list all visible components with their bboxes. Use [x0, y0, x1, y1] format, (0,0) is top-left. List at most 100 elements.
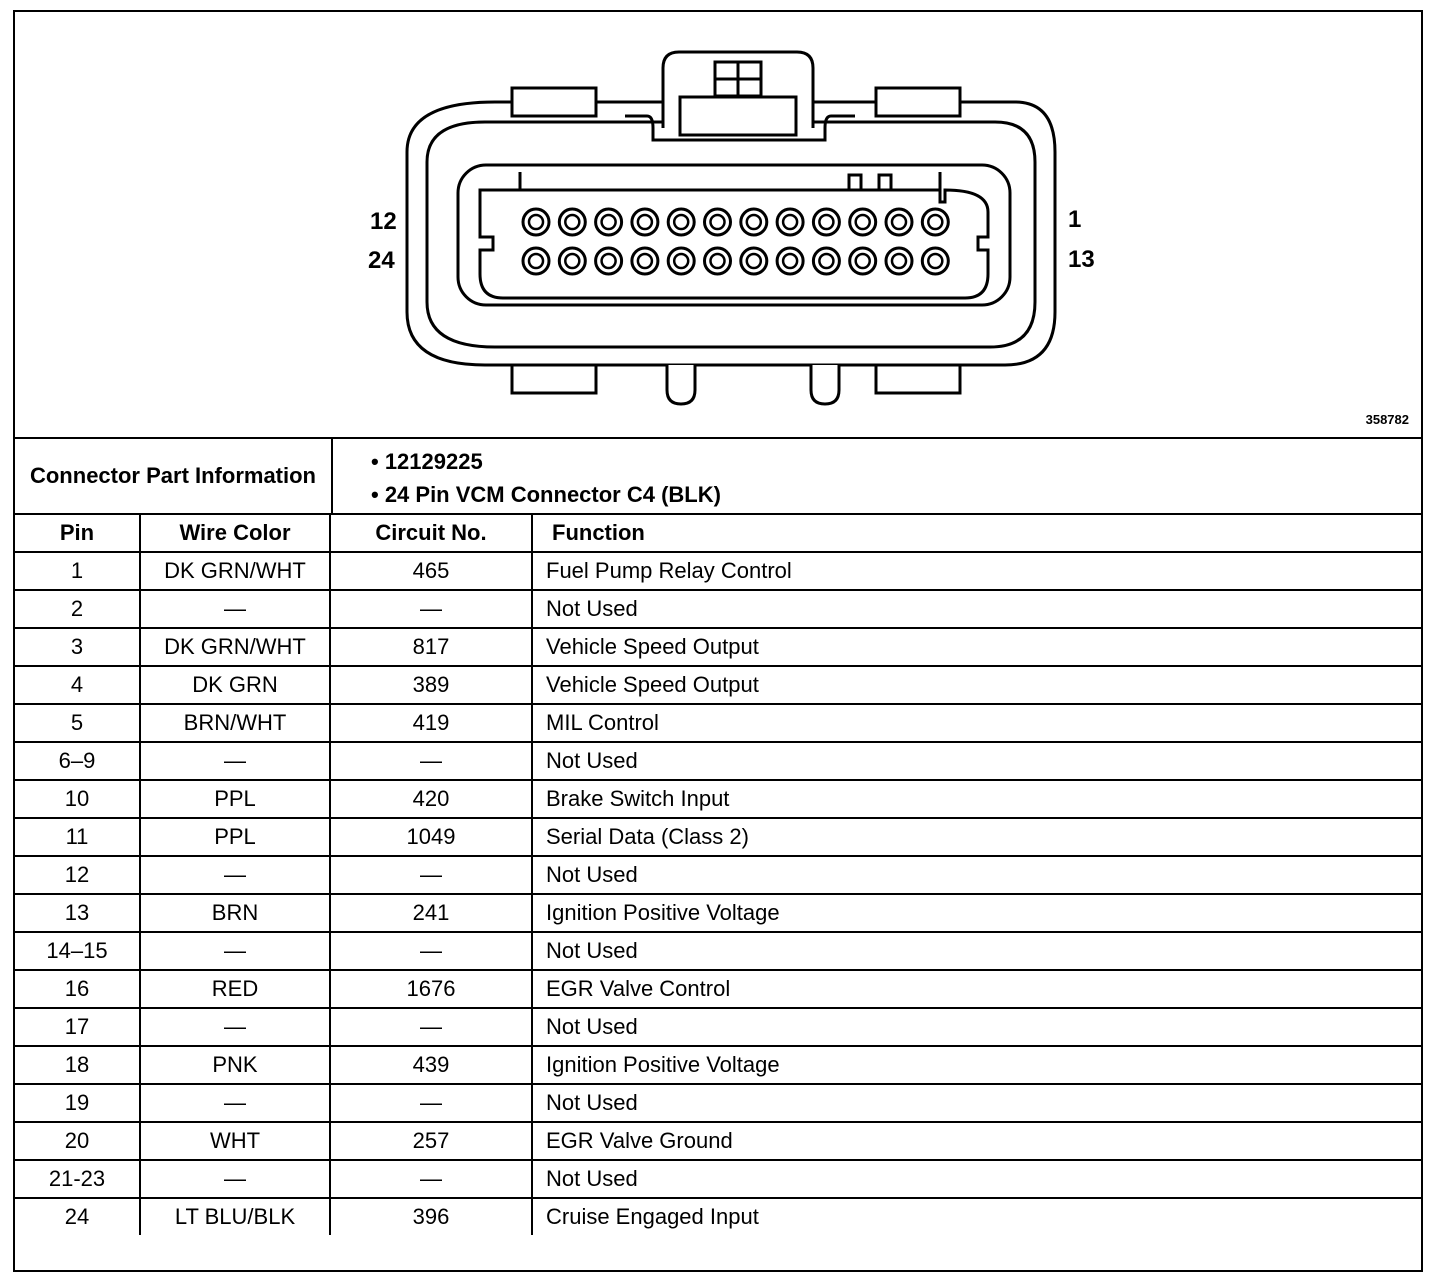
pin-cell: 21-23 — [15, 1159, 141, 1199]
wire-color-cell: — — [139, 1083, 331, 1123]
function-cell: Ignition Positive Voltage — [531, 1045, 1421, 1085]
polarization-notch — [847, 173, 893, 190]
pin-cavity-housing — [456, 163, 1012, 307]
pin-hole-9 — [630, 207, 660, 237]
function-cell: Brake Switch Input — [531, 779, 1421, 819]
wire-color-cell: PNK — [139, 1045, 331, 1085]
pin-hole-12 — [521, 207, 551, 237]
table-row: 19——Not Used — [15, 1083, 1421, 1123]
function-cell: Not Used — [531, 589, 1421, 629]
pin-cell: 19 — [15, 1083, 141, 1123]
header-circuit-no: Circuit No. — [329, 513, 533, 553]
wire-color-cell: — — [139, 1007, 331, 1047]
pin-cell: 12 — [15, 855, 141, 895]
connector-outer-shell — [405, 100, 1057, 367]
connector-info-list: • 12129225 • 24 Pin VCM Connector C4 (BL… — [371, 445, 721, 511]
pin-cell: 20 — [15, 1121, 141, 1161]
circuit-cell: — — [329, 855, 533, 895]
pin-hole-11 — [557, 207, 587, 237]
pin-hole-13 — [920, 246, 950, 276]
function-cell: EGR Valve Ground — [531, 1121, 1421, 1161]
pin-hole-23 — [557, 246, 587, 276]
table-row: 12——Not Used — [15, 855, 1421, 895]
table-row: 21-23——Not Used — [15, 1159, 1421, 1199]
pin-cell: 3 — [15, 627, 141, 667]
pin-hole-18 — [739, 246, 769, 276]
wire-color-cell: DK GRN — [139, 665, 331, 705]
pin-hole-6 — [739, 207, 769, 237]
wire-color-cell: — — [139, 589, 331, 629]
pin-hole-21 — [630, 246, 660, 276]
connector-diagram: 12 24 1 13 358782 — [15, 12, 1421, 437]
header-pin: Pin — [15, 513, 141, 553]
function-cell: Cruise Engaged Input — [531, 1197, 1421, 1235]
pin-label-1: 1 — [1068, 206, 1082, 233]
pin-cell: 5 — [15, 703, 141, 743]
wire-color-cell: BRN — [139, 893, 331, 933]
connector-info-label: Connector Part Information — [15, 439, 333, 513]
connector-inner-shell — [425, 120, 1037, 349]
top-tab-right — [874, 86, 962, 118]
pin-hole-8 — [666, 207, 696, 237]
function-cell: Not Used — [531, 931, 1421, 971]
pin-hole-5 — [775, 207, 805, 237]
bottom-tab-left — [510, 363, 598, 395]
bottom-key-right — [809, 365, 841, 406]
circuit-cell: 420 — [329, 779, 533, 819]
wire-color-cell: — — [139, 1159, 331, 1199]
pin-hole-16 — [811, 246, 841, 276]
pin-hole-3 — [848, 207, 878, 237]
wire-color-cell: WHT — [139, 1121, 331, 1161]
circuit-cell: — — [329, 1083, 533, 1123]
wire-color-cell: — — [139, 931, 331, 971]
circuit-cell: — — [329, 741, 533, 781]
pin-grid — [521, 207, 950, 276]
circuit-cell: 419 — [329, 703, 533, 743]
circuit-cell: 1676 — [329, 969, 533, 1009]
wire-color-cell: DK GRN/WHT — [139, 551, 331, 591]
circuit-cell: 241 — [329, 893, 533, 933]
figure-id: 358782 — [1365, 412, 1409, 427]
table-row: 17——Not Used — [15, 1007, 1421, 1047]
pin-cell: 11 — [15, 817, 141, 857]
circuit-cell: — — [329, 931, 533, 971]
table-row: 2——Not Used — [15, 589, 1421, 629]
circuit-cell: — — [329, 1159, 533, 1199]
wire-color-cell: LT BLU/BLK — [139, 1197, 331, 1235]
function-cell: Vehicle Speed Output — [531, 665, 1421, 705]
function-cell: Not Used — [531, 1083, 1421, 1123]
wire-color-cell: — — [139, 855, 331, 895]
pin-cell: 13 — [15, 893, 141, 933]
wire-color-cell: PPL — [139, 779, 331, 819]
pin-cell: 18 — [15, 1045, 141, 1085]
wire-color-cell: PPL — [139, 817, 331, 857]
circuit-cell: 396 — [329, 1197, 533, 1235]
function-cell: Not Used — [531, 1159, 1421, 1199]
pin-hole-24 — [521, 246, 551, 276]
function-cell: Fuel Pump Relay Control — [531, 551, 1421, 591]
wire-color-cell: DK GRN/WHT — [139, 627, 331, 667]
pin-hole-20 — [666, 246, 696, 276]
function-cell: Vehicle Speed Output — [531, 627, 1421, 667]
wire-color-cell: BRN/WHT — [139, 703, 331, 743]
circuit-cell: — — [329, 589, 533, 629]
function-cell: EGR Valve Control — [531, 969, 1421, 1009]
bottom-tab-right — [874, 363, 962, 395]
function-cell: MIL Control — [531, 703, 1421, 743]
function-cell: Not Used — [531, 741, 1421, 781]
pin-cell: 6–9 — [15, 741, 141, 781]
pin-hole-17 — [775, 246, 805, 276]
circuit-cell: 465 — [329, 551, 533, 591]
pin-hole-15 — [848, 246, 878, 276]
circuit-cell: 257 — [329, 1121, 533, 1161]
pin-cell: 4 — [15, 665, 141, 705]
pin-hole-10 — [594, 207, 624, 237]
